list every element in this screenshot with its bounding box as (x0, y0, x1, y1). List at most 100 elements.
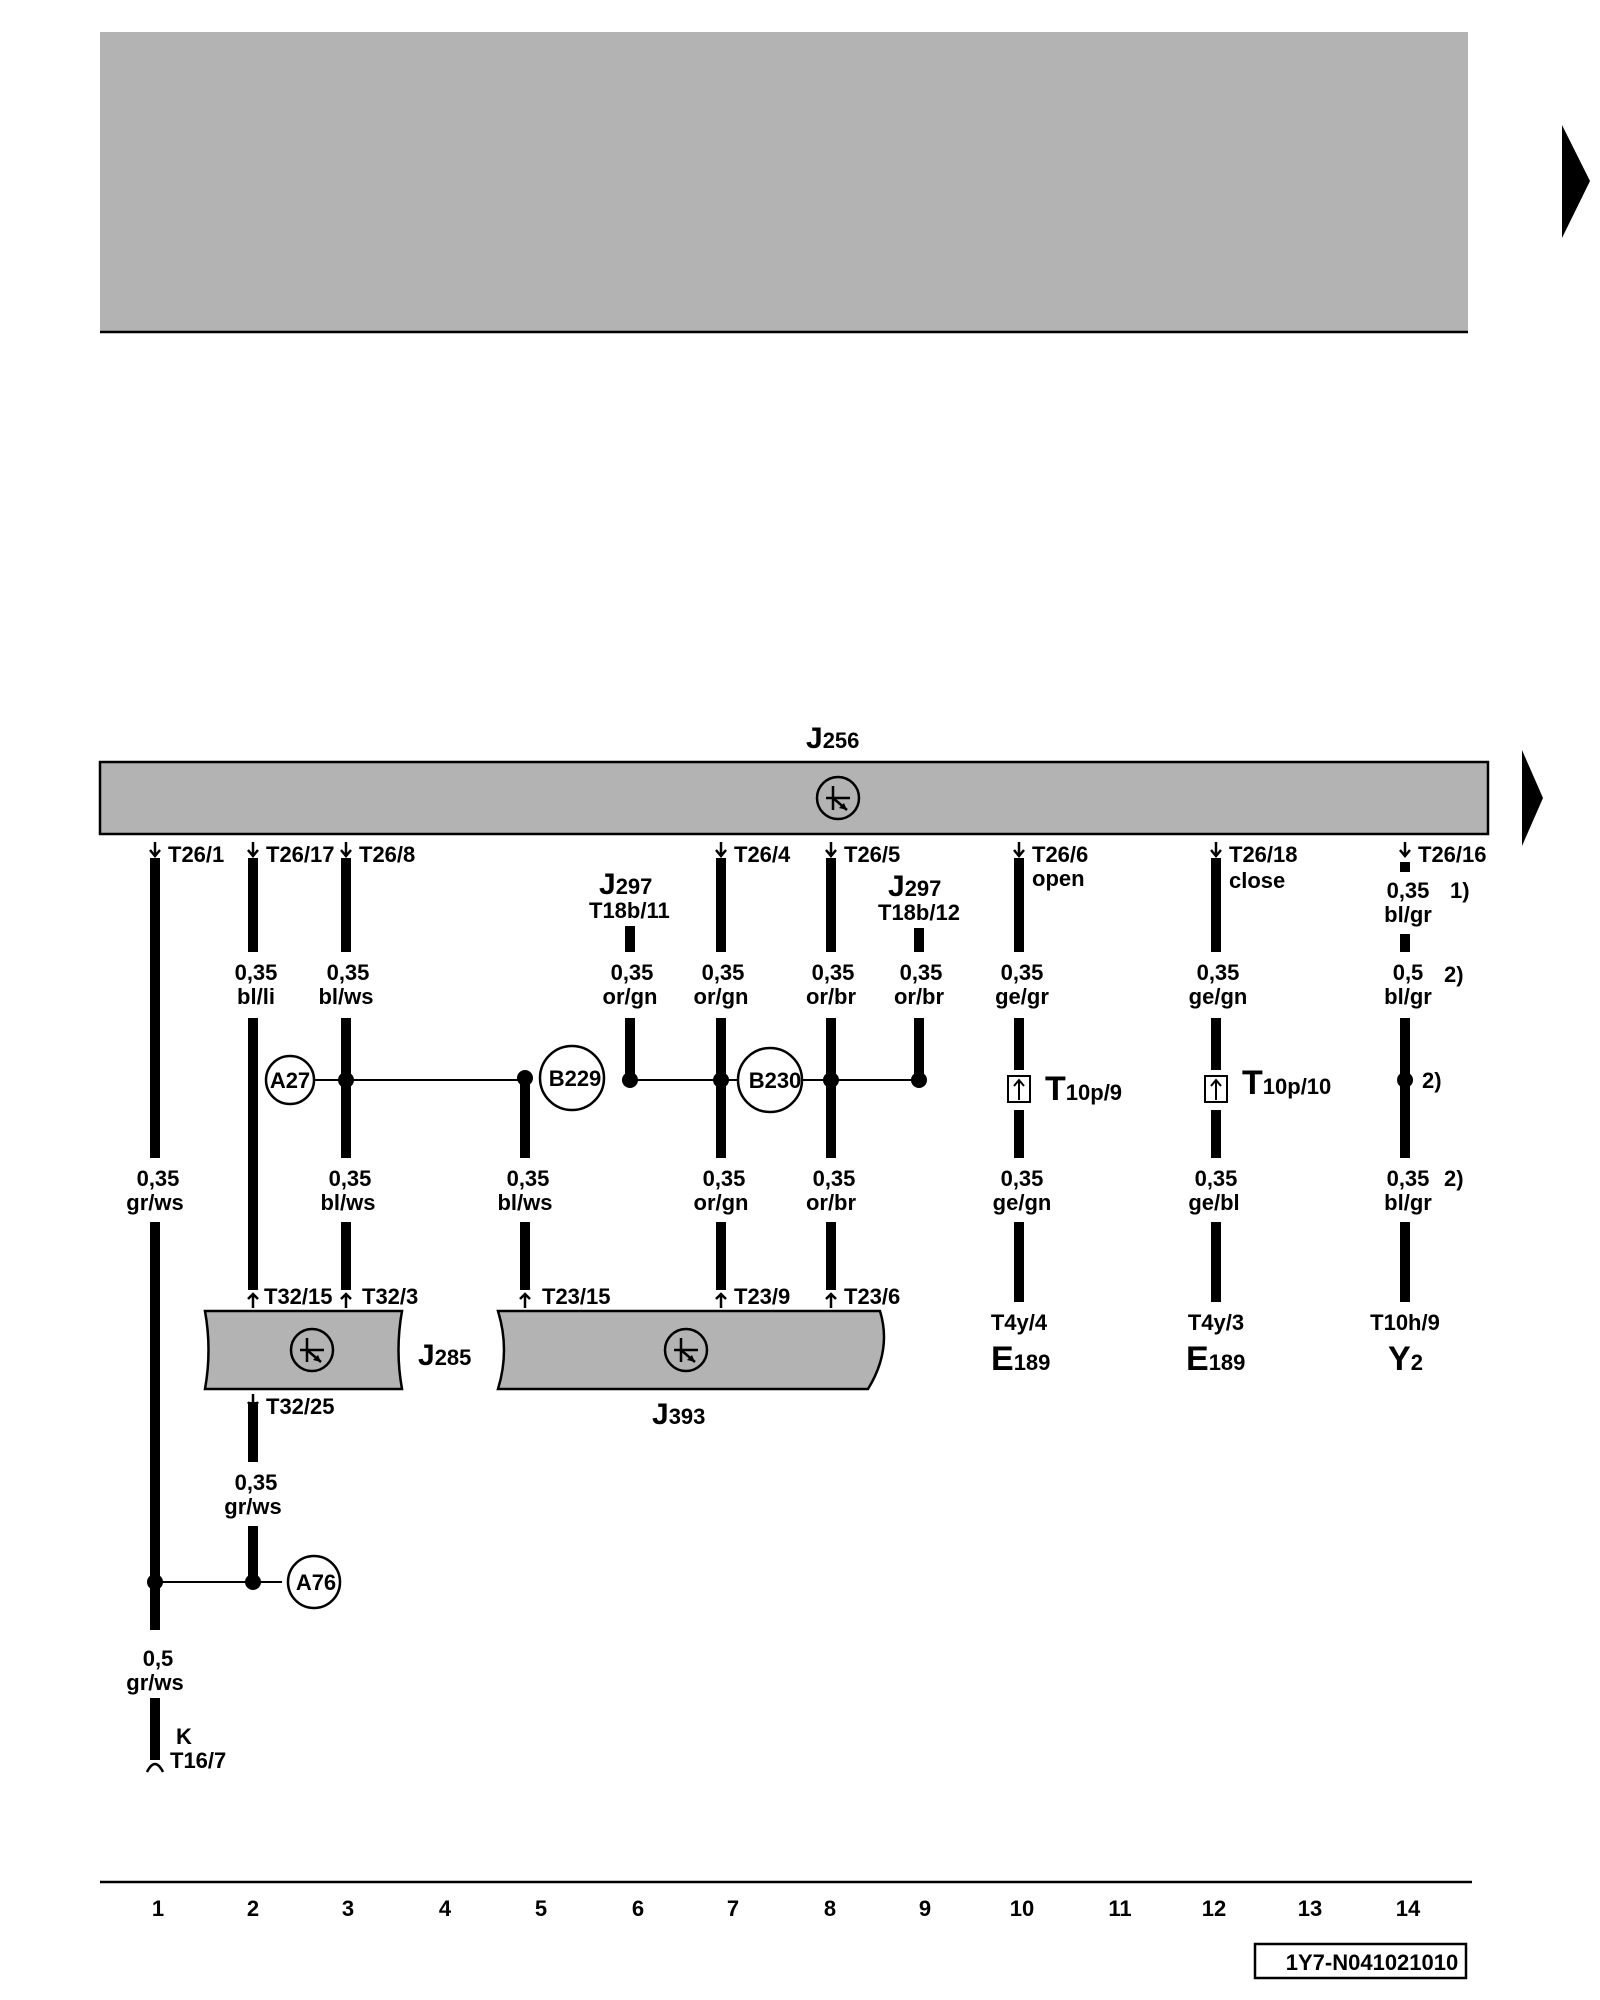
svg-text:0,35: 0,35 (812, 960, 855, 985)
pin-note-close: close (1229, 868, 1285, 893)
svg-text:gr/ws: gr/ws (224, 1494, 281, 1519)
svg-text:bl/gr: bl/gr (1384, 902, 1432, 927)
page-arrow-diagram-icon (1522, 750, 1543, 846)
svg-text:E189: E189 (1186, 1340, 1245, 1378)
j393-label: J393 (652, 1398, 705, 1431)
svg-text:bl/ws: bl/ws (320, 1190, 375, 1215)
svg-text:J297: J297 (888, 870, 941, 903)
svg-text:ge/gr: ge/gr (995, 984, 1049, 1009)
ruler-number: 11 (1108, 1896, 1131, 1921)
svg-text:0,35: 0,35 (1001, 1166, 1044, 1191)
svg-text:0,35: 0,35 (1387, 1166, 1430, 1191)
svg-text:0,5: 0,5 (1393, 960, 1424, 985)
svg-text:E189: E189 (991, 1340, 1050, 1378)
j256-pin-labels: T26/1 T26/17 T26/8 T26/4 T26/5 T26/6 T26… (168, 842, 1487, 893)
k-connector-label: K (176, 1724, 192, 1749)
lower-wire-labels: 0,35 gr/ws 0,35 bl/ws 0,35 bl/ws 0,35 or… (126, 1166, 1463, 1215)
pin-label: T26/8 (359, 842, 415, 867)
ruler-number: 9 (919, 1896, 931, 1921)
svg-text:0,35: 0,35 (235, 1470, 278, 1495)
svg-text:gr/ws: gr/ws (126, 1670, 183, 1695)
svg-text:ge/gn: ge/gn (1189, 984, 1248, 1009)
svg-text:0,5: 0,5 (143, 1646, 174, 1671)
svg-text:T32/15: T32/15 (264, 1284, 333, 1309)
svg-text:0,35: 0,35 (900, 960, 943, 985)
svg-text:0,35: 0,35 (1387, 878, 1430, 903)
pin-label: T26/17 (266, 842, 335, 867)
svg-text:0,35: 0,35 (329, 1166, 372, 1191)
splice-a76: A76 (286, 1554, 342, 1610)
ruler-number: 2 (247, 1896, 259, 1921)
splice-b229: B229 (538, 1044, 606, 1112)
svg-text:T23/9: T23/9 (734, 1284, 790, 1309)
svg-text:2): 2) (1444, 1166, 1464, 1191)
svg-text:bl/gr: bl/gr (1384, 984, 1432, 1009)
svg-text:bl/gr: bl/gr (1384, 1190, 1432, 1215)
svg-text:bl/ws: bl/ws (318, 984, 373, 1009)
svg-text:B229: B229 (549, 1066, 602, 1091)
ruler-number: 3 (342, 1896, 354, 1921)
pin-label: T26/4 (734, 842, 791, 867)
k-connector-icon (145, 1762, 165, 1773)
svg-text:T23/15: T23/15 (542, 1284, 611, 1309)
ruler-number: 7 (727, 1896, 739, 1921)
footer-code: 1Y7-N041021010 (1286, 1950, 1458, 1975)
svg-text:A76: A76 (296, 1570, 336, 1595)
svg-text:T18b/11: T18b/11 (589, 898, 670, 923)
j297-reference-a: J297 T18b/11 (589, 868, 670, 923)
ruler-number: 6 (632, 1896, 644, 1921)
ruler-number: 1 (152, 1896, 164, 1921)
splice-a27: A27 (264, 1054, 316, 1106)
pin-label: T26/16 (1418, 842, 1487, 867)
svg-text:T4y/3: T4y/3 (1188, 1310, 1244, 1335)
svg-text:T23/6: T23/6 (844, 1284, 900, 1309)
svg-text:0,35: 0,35 (703, 1166, 746, 1191)
connector-label: T10p/10 (1242, 1064, 1331, 1102)
svg-text:T10h/9: T10h/9 (1370, 1310, 1440, 1335)
svg-text:bl/ws: bl/ws (497, 1190, 552, 1215)
splice-note: 2) (1422, 1068, 1442, 1093)
svg-text:0,35: 0,35 (137, 1166, 180, 1191)
junction-dots (147, 1070, 1413, 1590)
svg-text:ge/bl: ge/bl (1188, 1190, 1239, 1215)
connector-label: T10p/9 (1045, 1070, 1122, 1108)
svg-text:T32/3: T32/3 (362, 1284, 418, 1309)
svg-text:J297: J297 (599, 868, 652, 901)
svg-text:T18b/12: T18b/12 (878, 900, 960, 925)
ruler-number: 14 (1396, 1896, 1421, 1921)
svg-text:T4y/4: T4y/4 (991, 1310, 1048, 1335)
endpoint-y2: T10h/9 Y2 (1370, 1310, 1440, 1378)
endpoint-e189-a: T4y/4 E189 (991, 1310, 1051, 1378)
k-connector-pin: T16/7 (170, 1748, 226, 1773)
svg-text:gr/ws: gr/ws (126, 1190, 183, 1215)
j285-out-pin-label: T32/25 (266, 1394, 335, 1419)
ruler-number: 5 (535, 1896, 547, 1921)
connector-icon (1007, 1075, 1031, 1103)
pin-label: T26/18 (1229, 842, 1298, 867)
svg-text:0,35: 0,35 (1001, 960, 1044, 985)
ruler-number: 10 (1010, 1896, 1034, 1921)
svg-text:B230: B230 (749, 1068, 802, 1093)
pin-label: T26/5 (844, 842, 900, 867)
ruler-numbers: 1 2 3 4 5 6 7 8 9 10 11 12 13 14 (152, 1896, 1421, 1921)
footer-code-box (1253, 1942, 1468, 1980)
ruler-number: 12 (1202, 1896, 1226, 1921)
ruler-number: 4 (439, 1896, 452, 1921)
wires (150, 858, 1410, 1760)
connector-icon (1204, 1075, 1228, 1103)
svg-text:ge/gn: ge/gn (993, 1190, 1052, 1215)
endpoint-e189-b: T4y/3 E189 (1186, 1310, 1245, 1378)
svg-text:0,35: 0,35 (1197, 960, 1240, 985)
j285-label: J285 (418, 1339, 471, 1372)
svg-text:A27: A27 (270, 1068, 310, 1093)
pin-label: T26/6 (1032, 842, 1088, 867)
page-arrow-top-icon (1562, 125, 1590, 238)
svg-text:0,35: 0,35 (813, 1166, 856, 1191)
svg-text:0,35: 0,35 (327, 960, 370, 985)
svg-text:0,35: 0,35 (235, 960, 278, 985)
j256-label: J256 (806, 722, 859, 755)
svg-text:or/br: or/br (894, 984, 945, 1009)
svg-text:or/br: or/br (806, 1190, 857, 1215)
svg-text:or/gn: or/gn (694, 984, 749, 1009)
upper-wire-labels: 0,35 bl/li 0,35 bl/ws 0,35 or/gn 0,35 or… (235, 878, 1470, 1009)
